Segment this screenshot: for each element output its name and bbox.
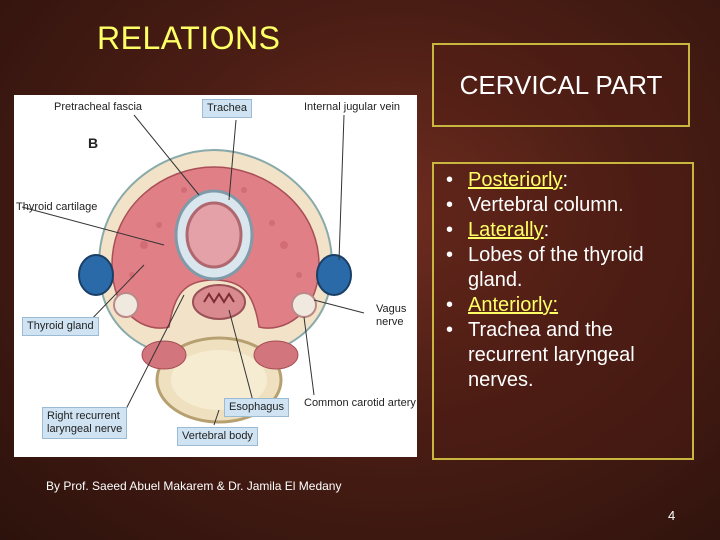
relations-bullet-box: Posteriorly: Vertebral column. Laterally… <box>432 162 694 460</box>
label-common-carotid-artery: Common carotid artery <box>304 397 416 409</box>
bullet-anteriorly: Anteriorly: <box>446 293 688 318</box>
label-thyroid-cartilage: Thyroid cartilage <box>16 201 98 213</box>
panel-letter: B <box>88 135 99 151</box>
cross-section-illustration <box>21 114 365 426</box>
label-esophagus: Esophagus <box>224 398 290 417</box>
common-carotid-artery-left <box>113 292 139 318</box>
bullet-thyroid-lobes: Lobes of the thyroid gland. <box>446 243 688 293</box>
author-credit: By Prof. Saeed Abuel Makarem & Dr. Jamil… <box>46 479 342 493</box>
internal-jugular-vein-left <box>78 254 114 296</box>
bullet-trachea-nerves: Trachea and the recurrent laryngeal nerv… <box>446 318 688 393</box>
esophagus-folds <box>203 292 235 304</box>
label-thyroid-gland: Thyroid gland <box>22 317 99 336</box>
prevertebral-muscle-left <box>141 340 187 370</box>
slide-title: RELATIONS <box>97 20 281 56</box>
label-right-recurrent-line2: laryngeal nerve <box>47 423 123 435</box>
label-vagus-nerve-line2: nerve <box>376 316 404 328</box>
label-right-recurrent-line1: Right recurrent <box>47 410 120 422</box>
bullet-laterally: Laterally: <box>446 218 688 243</box>
neck-cross-section-diagram: Pretracheal fascia Trachea Internal jugu… <box>14 95 417 457</box>
bullet-vertebral-column: Vertebral column. <box>446 193 688 218</box>
bullet-posteriorly: Posteriorly: <box>446 168 688 193</box>
label-vagus-nerve-line1: Vagus <box>376 303 407 315</box>
common-carotid-artery-right <box>291 292 317 318</box>
label-vertebral-body: Vertebral body <box>177 427 258 446</box>
esophagus-shape <box>192 284 246 320</box>
leader-lines <box>21 114 365 426</box>
label-right-recurrent-laryngeal-nerve: Right recurrent laryngeal nerve <box>42 407 128 439</box>
internal-jugular-vein-right <box>316 254 352 296</box>
section-title: CERVICAL PART <box>459 69 663 100</box>
label-trachea: Trachea <box>202 99 252 118</box>
relations-list: Posteriorly: Vertebral column. Laterally… <box>434 164 692 393</box>
prevertebral-muscle-right <box>253 340 299 370</box>
trachea-lumen <box>185 201 243 269</box>
section-title-box: CERVICAL PART <box>432 43 690 127</box>
label-internal-jugular-vein: Internal jugular vein <box>304 101 401 113</box>
label-pretracheal-fascia: Pretracheal fascia <box>54 101 143 113</box>
page-number: 4 <box>668 508 676 523</box>
